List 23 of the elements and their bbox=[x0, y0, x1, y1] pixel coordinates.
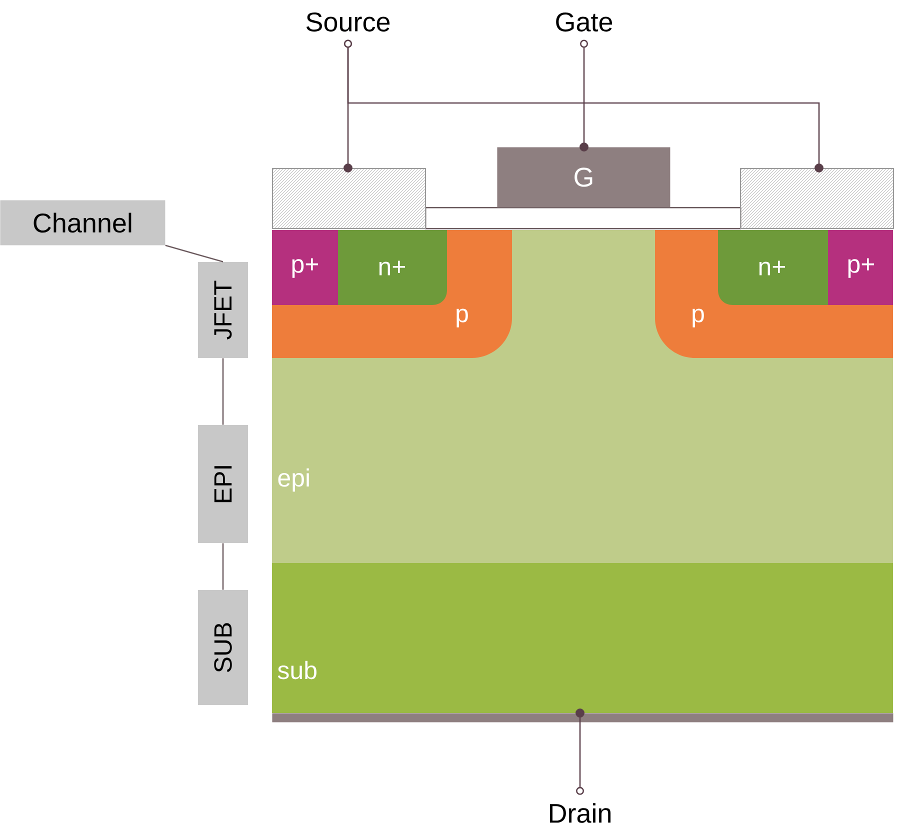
terminal-wire bbox=[576, 708, 584, 795]
gate-electrode: G bbox=[497, 147, 670, 208]
leader-line bbox=[165, 244, 224, 262]
region-tag: JFET bbox=[198, 262, 248, 358]
connector-line bbox=[222, 358, 224, 425]
region-tag: EPI bbox=[198, 425, 248, 543]
terminal-wire bbox=[344, 40, 824, 172]
n-plus-region: n+ bbox=[338, 230, 447, 305]
region-tag: SUB bbox=[198, 590, 248, 705]
source-contact bbox=[740, 168, 894, 229]
p-plus-region: p+ bbox=[828, 230, 893, 305]
n-plus-region: n+ bbox=[718, 230, 828, 305]
oxide-layer bbox=[425, 207, 742, 230]
p-plus-region: p+ bbox=[272, 230, 338, 305]
connector-line bbox=[222, 543, 224, 590]
terminal-label: Gate bbox=[556, 12, 612, 32]
drain-contact bbox=[272, 713, 894, 722]
substrate-layer: sub bbox=[272, 563, 893, 713]
source-contact bbox=[272, 168, 426, 229]
terminal-label: Drain bbox=[550, 803, 610, 823]
terminal-label: Source bbox=[306, 12, 390, 32]
terminal-wire bbox=[580, 40, 588, 152]
region-tag: Channel bbox=[0, 200, 166, 246]
